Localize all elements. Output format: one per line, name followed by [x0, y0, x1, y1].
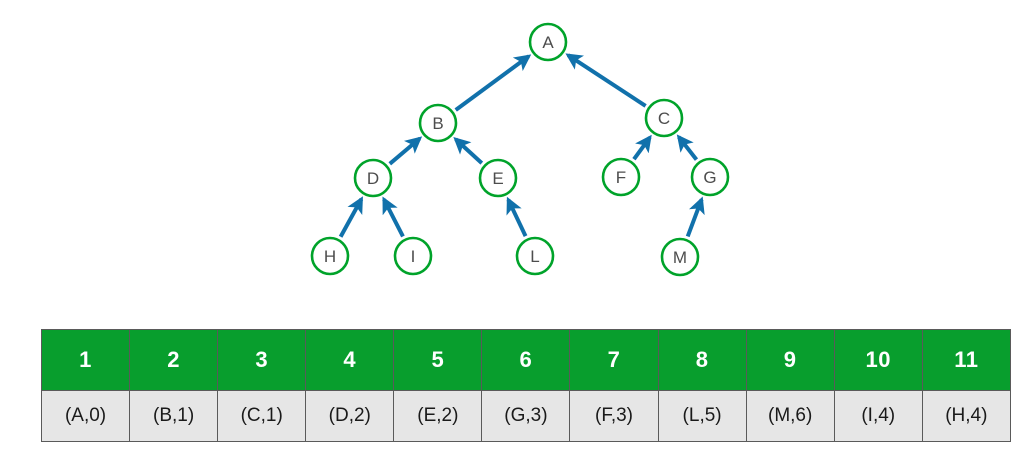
node-label: G	[703, 168, 716, 187]
node-label: E	[492, 169, 503, 188]
node-label: A	[542, 33, 554, 52]
tree-node-i[interactable]: I	[393, 236, 433, 276]
tree-edge-F-to-C	[632, 134, 652, 161]
tree-edge-D-to-B	[388, 136, 423, 166]
tree-node-g[interactable]: G	[690, 157, 730, 197]
node-label: M	[673, 248, 687, 267]
tree-node-d[interactable]: D	[353, 158, 393, 198]
table-header-cell: 4	[305, 329, 395, 391]
table-header-cell: 5	[393, 329, 483, 391]
table-header-cell: 6	[481, 329, 571, 391]
table-cell: (G,3)	[481, 390, 571, 442]
table-cell: (F,3)	[569, 390, 659, 442]
tree-diagram: A B C D E F G H I L M	[310, 22, 730, 277]
table-cell: (H,4)	[921, 390, 1011, 442]
node-circle	[690, 157, 730, 197]
table-cell: (M,6)	[745, 390, 835, 442]
tree-edge-G-to-C	[676, 134, 699, 161]
node-label: D	[367, 169, 379, 188]
tree-edge-I-to-D	[382, 196, 405, 238]
table-header-cell: 1	[40, 329, 131, 391]
node-circle	[644, 98, 684, 138]
table-header-cell: 8	[657, 329, 747, 391]
tree-edge-E-to-B	[453, 137, 484, 165]
node-circle	[478, 158, 518, 198]
table-cell: (B,1)	[129, 390, 219, 442]
node-label: B	[432, 114, 443, 133]
node-circle	[418, 103, 458, 143]
tree-node-b[interactable]: B	[418, 103, 458, 143]
node-circle	[353, 158, 393, 198]
table-cell: (A,0)	[40, 390, 131, 442]
table-header-cell: 10	[833, 329, 923, 391]
table-cell: (E,2)	[393, 390, 483, 442]
table-header-cell: 7	[569, 329, 659, 391]
table-cell: (C,1)	[217, 390, 307, 442]
table-row: (A,0)(B,1)(C,1)(D,2)(E,2)(G,3)(F,3)(L,5)…	[40, 390, 1011, 442]
table-header-cell: 2	[129, 329, 219, 391]
tree-svg: A B C D E F G H I L M	[310, 22, 730, 277]
table-cell: (D,2)	[305, 390, 395, 442]
table-header-cell: 11	[921, 329, 1011, 391]
node-circle	[515, 236, 555, 276]
node-circle	[310, 236, 350, 276]
node-circle	[393, 236, 433, 276]
tree-edge-C-to-A	[565, 53, 647, 108]
node-label: F	[616, 168, 626, 187]
table-cell: (I,4)	[833, 390, 923, 442]
tree-edge-L-to-E	[506, 196, 528, 237]
node-circle	[528, 22, 568, 62]
edge-layer	[338, 53, 705, 238]
table-header-cell: 3	[217, 329, 307, 391]
tree-edge-H-to-D	[338, 196, 364, 238]
tree-node-m[interactable]: M	[660, 237, 700, 277]
node-label: H	[324, 247, 336, 266]
tree-node-f[interactable]: F	[601, 157, 641, 197]
node-layer: A B C D E F G H I L M	[310, 22, 730, 277]
node-label: C	[658, 109, 670, 128]
table-cell: (L,5)	[657, 390, 747, 442]
table-header-cell: 9	[745, 329, 835, 391]
node-circle	[601, 157, 641, 197]
tree-node-h[interactable]: H	[310, 236, 350, 276]
tree-edge-M-to-G	[685, 196, 705, 238]
tree-node-l[interactable]: L	[515, 236, 555, 276]
tree-node-c[interactable]: C	[644, 98, 684, 138]
tree-edge-B-to-A	[454, 54, 532, 112]
tree-node-e[interactable]: E	[478, 158, 518, 198]
node-circle	[660, 237, 700, 277]
node-label: L	[530, 247, 539, 266]
node-label: I	[411, 247, 416, 266]
tree-node-a[interactable]: A	[528, 22, 568, 62]
